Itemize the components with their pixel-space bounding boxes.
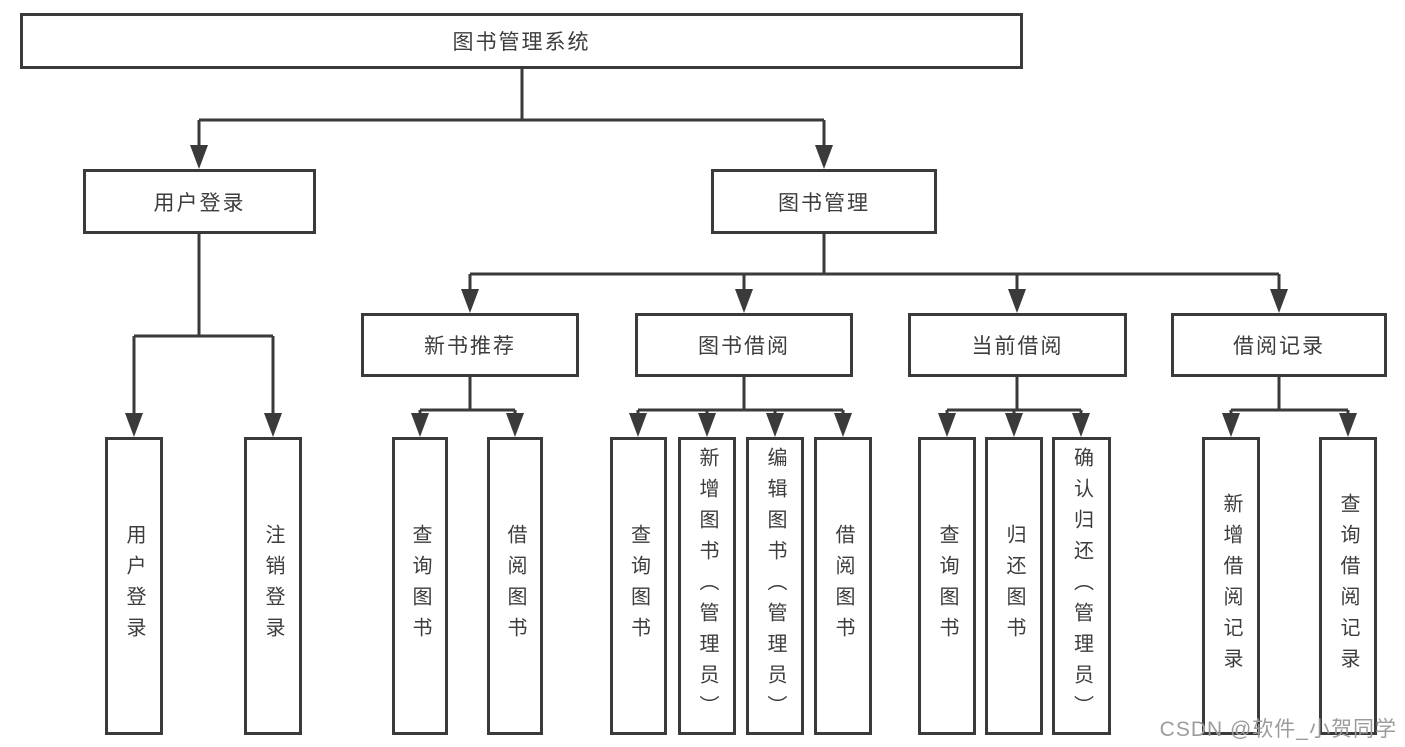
leaf-logout: 注销登录: [244, 437, 302, 735]
node-new-book-recommend: 新书推荐: [361, 313, 579, 377]
leaf-edit-book-admin: 编辑图书（管理员）: [746, 437, 804, 735]
node-book-borrowing: 图书借阅: [635, 313, 853, 377]
leaf-label: 查询图书: [936, 524, 958, 648]
node-label: 图书管理: [778, 191, 870, 215]
node-user-login: 用户登录: [83, 169, 316, 234]
node-label: 图书管理系统: [452, 31, 591, 54]
leaf-label: 查询借阅记录: [1337, 493, 1359, 679]
leaf-borrow-books-borrowing: 借阅图书: [814, 437, 872, 735]
connector-borrow-records-branch: [1229, 377, 1350, 416]
leaf-query-books-current: 查询图书: [918, 437, 976, 735]
connector-book-borrow-branch: [636, 377, 845, 416]
node-label: 当前借阅: [971, 335, 1064, 358]
leaf-label: 归还图书: [1003, 524, 1025, 648]
leaf-borrow-books-recommend: 借阅图书: [487, 437, 543, 735]
connector-user-login-branch: [132, 234, 275, 416]
node-label: 图书借阅: [698, 335, 790, 358]
leaf-label: 编辑图书（管理员）: [764, 446, 786, 726]
leaf-label: 查询图书: [627, 524, 650, 648]
node-label: 用户登录: [153, 191, 246, 215]
leaf-add-book-admin: 新增图书（管理员）: [678, 437, 736, 735]
leaf-label: 查询图书: [409, 524, 431, 648]
node-borrow-records: 借阅记录: [1171, 313, 1387, 377]
connector-new-books-branch: [418, 377, 517, 416]
node-current-borrowing: 当前借阅: [908, 313, 1127, 377]
leaf-return-book: 归还图书: [985, 437, 1043, 735]
leaf-add-borrow-record: 新增借阅记录: [1202, 437, 1260, 735]
leaf-label: 借阅图书: [504, 524, 526, 648]
leaf-confirm-return-admin: 确认归还（管理员）: [1052, 437, 1111, 735]
node-label: 借阅记录: [1233, 335, 1325, 358]
leaf-label: 新增借阅记录: [1220, 493, 1242, 679]
leaf-query-borrow-record: 查询借阅记录: [1319, 437, 1377, 735]
connector-root-to-level2: [197, 69, 826, 148]
leaf-user-login: 用户登录: [105, 437, 163, 735]
node-label: 新书推荐: [424, 335, 516, 358]
leaf-label: 借阅图书: [832, 524, 854, 648]
leaf-label: 确认归还（管理员）: [1070, 446, 1093, 726]
connector-current-borrow-branch: [945, 377, 1083, 416]
csdn-watermark: CSDN @软件_小贺同学: [1159, 718, 1397, 741]
node-book-management: 图书管理: [711, 169, 937, 234]
leaf-query-books-recommend: 查询图书: [392, 437, 448, 735]
leaf-label: 新增图书（管理员）: [696, 446, 718, 726]
leaf-query-books-borrowing: 查询图书: [610, 437, 667, 735]
leaf-label: 用户登录: [123, 524, 145, 648]
node-root-system: 图书管理系统: [20, 13, 1023, 69]
connector-book-mgmt-branch: [468, 234, 1281, 292]
leaf-label: 注销登录: [262, 524, 284, 648]
